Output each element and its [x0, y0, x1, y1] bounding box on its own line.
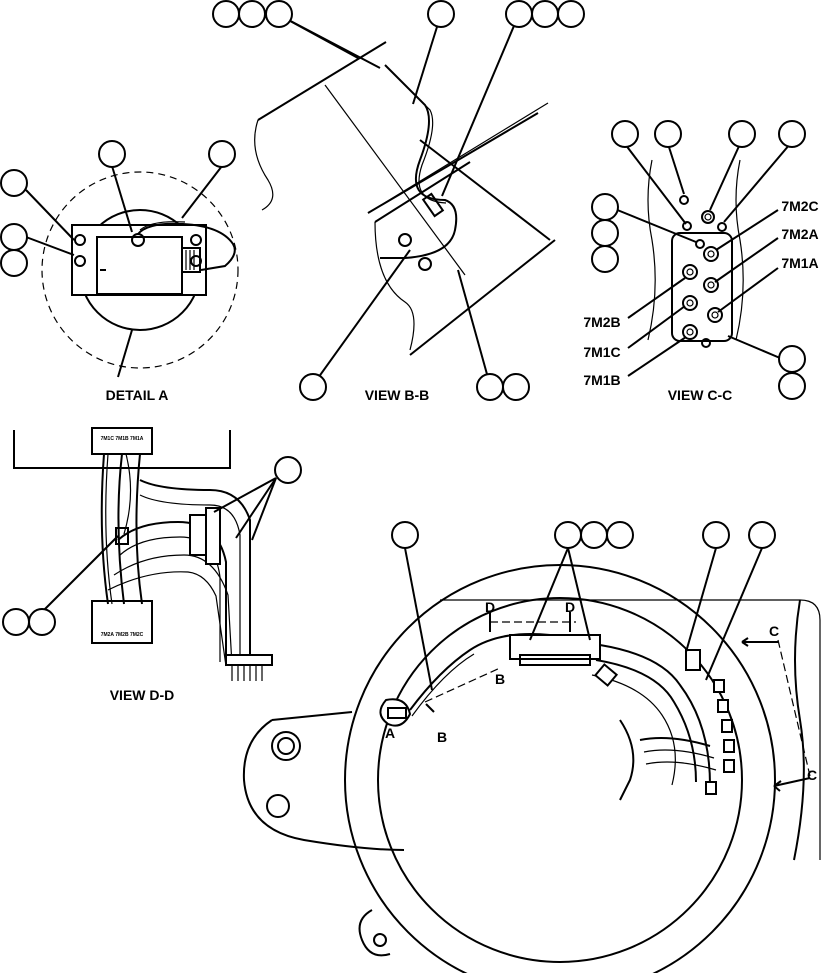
view-c-c-title: VIEW C-C [668, 387, 733, 403]
section-letter-c-lower: C [807, 767, 817, 783]
section-letter-d-left: D [485, 599, 495, 615]
label-7m2b: 7M2B [583, 314, 620, 330]
view-b-b [254, 41, 556, 356]
detail-a-callouts [0, 140, 236, 378]
section-letter-d-right: D [565, 599, 575, 615]
label-7m2c: 7M2C [781, 198, 818, 214]
label-7m1b: 7M1B [583, 372, 620, 388]
strip-top-label: 7M1C 7M1B 7M1A [101, 436, 144, 442]
section-letter-b-lower: B [437, 729, 447, 745]
view-d-d [13, 427, 273, 681]
view-c-c-leaders [591, 120, 806, 400]
section-letter-b-upper: B [495, 671, 505, 687]
label-7m1c: 7M1C [583, 344, 620, 360]
strip-bottom-label: 7M2A 7M2B 7M2C [101, 632, 144, 638]
detail-a [41, 171, 239, 369]
label-7m2a: 7M2A [781, 226, 818, 242]
view-c-c [647, 159, 744, 348]
view-d-d-callouts [2, 456, 302, 636]
view-d-d-title: VIEW D-D [110, 687, 175, 703]
view-b-b-callouts [212, 0, 585, 401]
detail-a-title: DETAIL A [106, 387, 169, 403]
label-7m1a: 7M1A [781, 255, 818, 271]
section-letter-c-upper: C [769, 623, 779, 639]
main-assembly [242, 564, 821, 973]
section-arrows [424, 612, 811, 792]
main-callouts [391, 521, 776, 691]
view-b-b-title: VIEW B-B [365, 387, 430, 403]
section-letter-a: A [385, 725, 395, 741]
